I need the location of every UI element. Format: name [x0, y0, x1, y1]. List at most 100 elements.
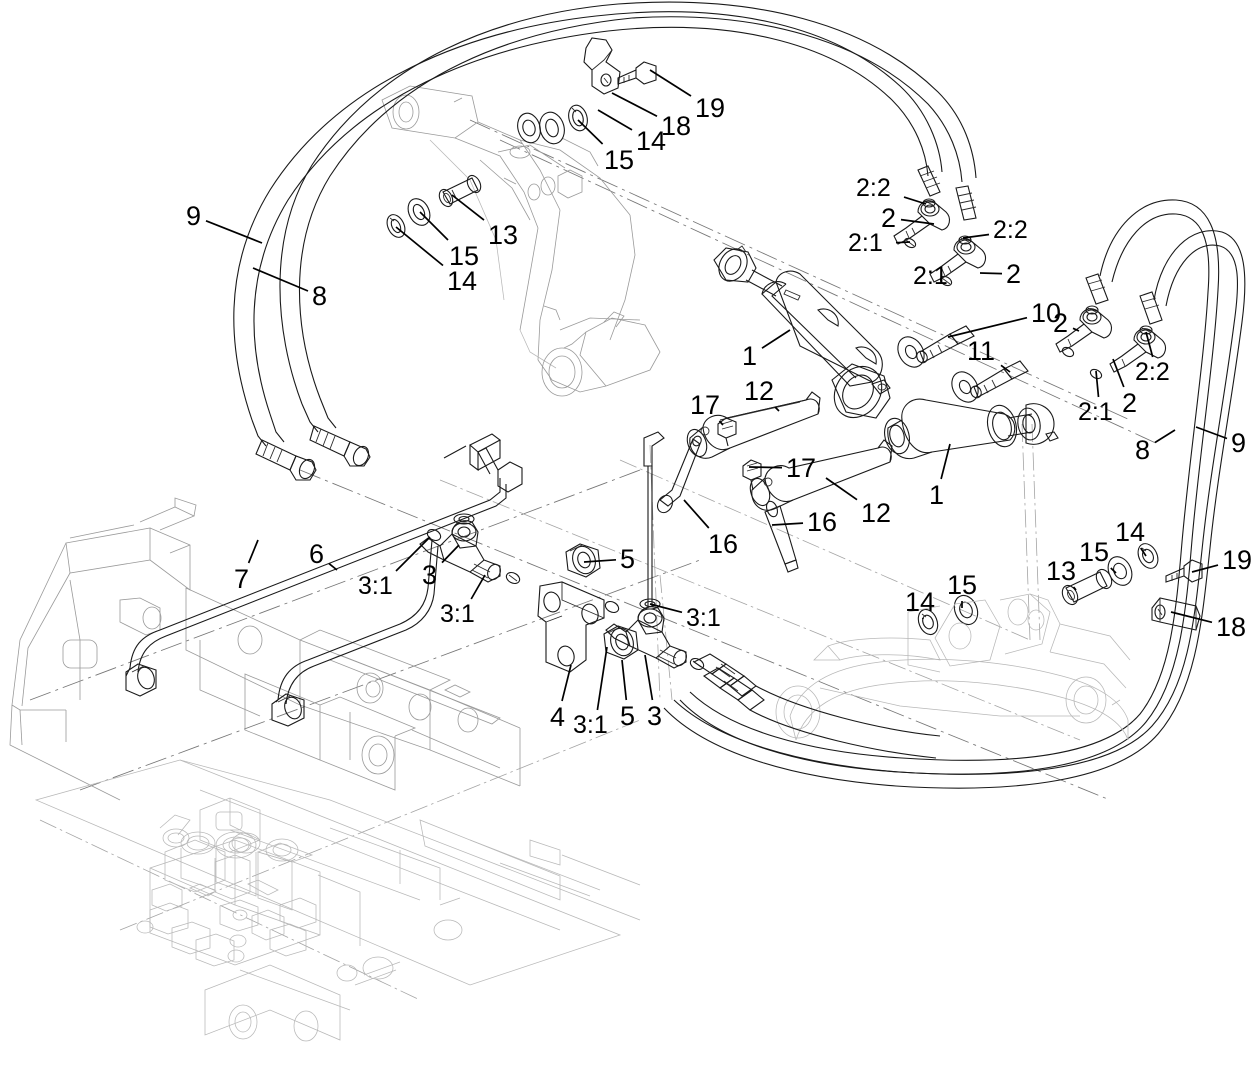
callout-2: 2 [1122, 388, 1138, 418]
valve-tee-3-lower [604, 598, 705, 671]
callout-2: 2 [881, 203, 897, 233]
hydraulic-hose-top-route [595, 1, 977, 183]
callout-2-1: 2:1 [848, 229, 883, 257]
callout-19: 19 [1222, 545, 1253, 575]
leader-line-12 [774, 406, 780, 412]
leader-line-14 [395, 226, 444, 267]
callout-3-1: 3:1 [358, 572, 393, 600]
leader-line-13 [1072, 586, 1077, 591]
callout-2: 2 [1053, 308, 1069, 338]
mounting-bracket-4 [537, 581, 605, 673]
callout-6: 6 [309, 539, 325, 569]
leader-line-17 [748, 466, 783, 469]
callout-15: 15 [604, 145, 635, 175]
flat-washer-15-left [407, 198, 431, 226]
hose-coupling-lower [692, 653, 941, 759]
leader-line-15 [577, 119, 604, 145]
callout-9: 9 [1231, 428, 1247, 458]
machine-frame-outline [9, 497, 197, 801]
leader-line-18 [1170, 611, 1213, 624]
leader-line-2 [979, 272, 1003, 275]
callout-1: 1 [929, 480, 945, 510]
callout-19: 19 [695, 93, 726, 123]
leader-line-8 [1154, 429, 1176, 444]
leader-line-2-1 [895, 241, 911, 244]
hydraulic-cylinder-1-upper [713, 245, 891, 419]
leader-line-14 [597, 109, 633, 131]
callout-8: 8 [1135, 435, 1151, 465]
leader-line-2 [1112, 358, 1125, 388]
hex-nut-5-lower [603, 625, 639, 660]
leader-lines [205, 69, 1228, 711]
leader-line-2 [900, 218, 935, 225]
leader-line-16 [771, 522, 804, 526]
leader-line-15 [1110, 567, 1117, 574]
callout-15: 15 [947, 570, 978, 600]
hex-nut-5-upper [565, 543, 601, 578]
retaining-ring-14-top [568, 104, 588, 132]
callout-14: 14 [1115, 517, 1146, 547]
callout-18: 18 [661, 111, 692, 141]
callout-14: 14 [636, 126, 667, 156]
callout-5: 5 [620, 544, 636, 574]
clevis-pin-16-b [764, 500, 799, 573]
leader-line-16 [683, 499, 710, 529]
leader-line-7 [247, 539, 259, 564]
hydraulic-tube-7 [125, 447, 523, 697]
callout-8: 8 [312, 281, 328, 311]
callout-11: 11 [967, 336, 996, 366]
cylinder-rod-tube-12-a [686, 391, 821, 459]
leader-line-2-2 [962, 233, 990, 239]
leader-line-6 [328, 562, 338, 571]
leader-line-2 [1072, 327, 1080, 332]
callout-3: 3 [422, 560, 438, 590]
callout-2-1: 2:1 [913, 262, 948, 290]
callout-3-1: 3:1 [573, 711, 608, 739]
callout-2: 2 [1006, 259, 1022, 289]
hose-clamp-right [1151, 597, 1201, 631]
leader-line-13 [451, 194, 485, 221]
spacer-bushing-13-left [438, 174, 482, 208]
boom-arm-left [381, 85, 661, 397]
latch-rod [443, 431, 665, 608]
hydraulic-cylinder-1-lower [884, 398, 1059, 460]
washer-11-a [897, 336, 925, 368]
leader-line-4 [561, 664, 572, 702]
leader-line-12 [825, 477, 858, 501]
callout-3: 3 [647, 701, 663, 731]
callout-5: 5 [620, 701, 636, 731]
leader-line-19 [649, 69, 692, 97]
hydraulic-hose-left-pair [233, 3, 633, 481]
hydraulic-hose-right-pair [663, 199, 1246, 789]
leader-line-2-1 [1095, 370, 1100, 398]
leader-line-11 [1000, 364, 1011, 373]
washer-11-b [951, 371, 979, 403]
leader-line-18 [611, 92, 658, 117]
callout-17: 17 [690, 390, 721, 420]
screw-19-right [1165, 559, 1203, 583]
flat-washer-15-top [539, 111, 565, 145]
fitting-cluster-right [1055, 273, 1167, 380]
grease-fitting-17-b [742, 459, 762, 491]
clevis-pin-16-a [656, 435, 702, 514]
hydraulic-tube-6 [271, 539, 439, 727]
leader-line-14 [1139, 547, 1147, 557]
callout-16: 16 [807, 507, 838, 537]
retaining-ring-14-right-a [917, 608, 939, 636]
deck-plate [34, 759, 641, 1042]
spacer-group-right [917, 543, 1159, 636]
callout-15: 15 [449, 241, 480, 271]
leader-line-5 [583, 558, 617, 563]
callout-2-2: 2:2 [856, 174, 891, 202]
flat-washer-15-right-b [1107, 556, 1133, 586]
leader-line-19 [1191, 564, 1219, 573]
callout-18: 18 [1216, 612, 1247, 642]
callout-17: 17 [786, 453, 817, 483]
callout-7: 7 [234, 564, 250, 594]
retaining-ring-14-right-b [1137, 543, 1159, 569]
valve-block-assembly [136, 797, 361, 1011]
callout-4: 4 [550, 702, 566, 732]
callout-12: 12 [861, 498, 892, 528]
